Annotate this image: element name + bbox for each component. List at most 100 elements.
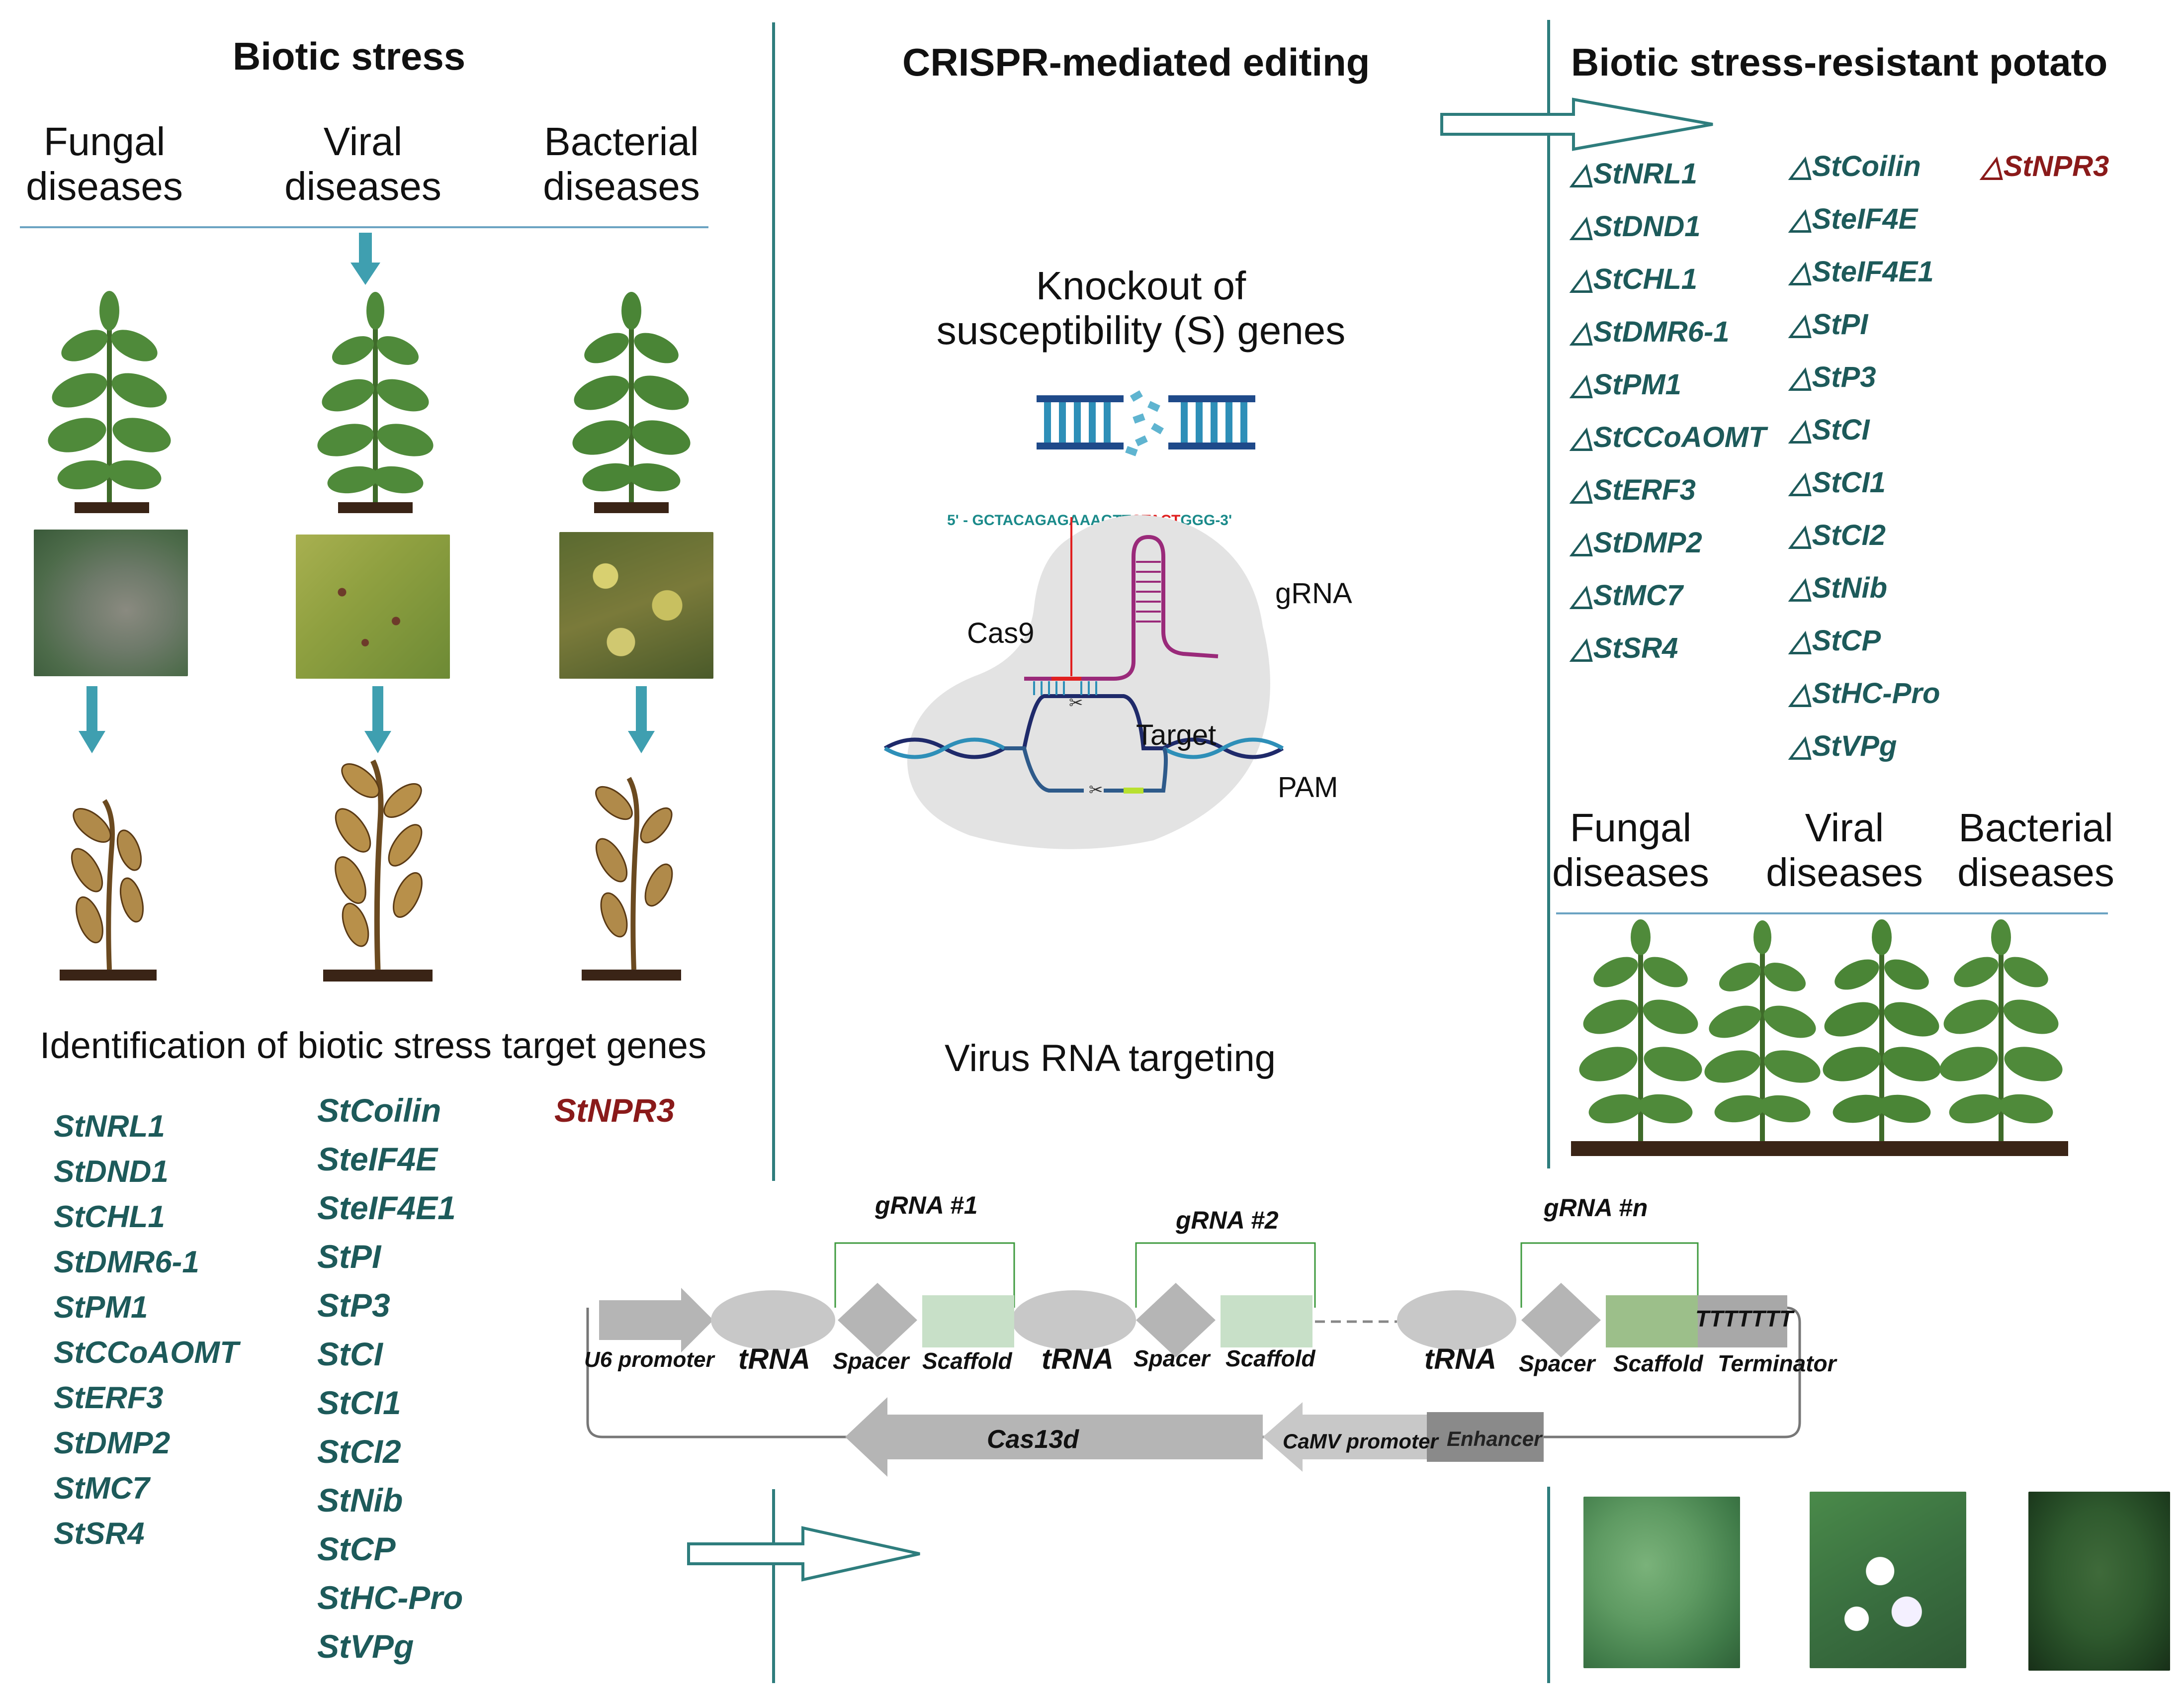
gene-item: StDMP2: [54, 1426, 171, 1460]
gene-item: △SteIF4E1: [1790, 256, 1934, 288]
outline-arrow-right-icon: [1440, 97, 1713, 151]
u6-promoter-label: U6 promoter: [584, 1347, 714, 1372]
grna1-label: gRNA #1: [875, 1191, 978, 1219]
resistant-plants-row: [1571, 919, 2068, 1156]
cas13d-label: Cas13d: [987, 1425, 1079, 1454]
knockout-line1: Knockout of: [1036, 264, 1246, 308]
tttt-label: TTTTTTT: [1695, 1306, 1793, 1332]
gene-item: SteIF4E: [317, 1141, 438, 1177]
category-viral-line2: diseases: [284, 164, 441, 208]
gene-item: StPM1: [54, 1290, 148, 1325]
category-fungal-line2: diseases: [26, 164, 183, 208]
gene-item: StDND1: [54, 1155, 169, 1189]
category-viral: Viral diseases: [278, 119, 447, 209]
category-bacterial-line1: Bacterial: [544, 119, 699, 164]
wilted-plant-icon: [60, 799, 157, 981]
gene-item: StPI: [317, 1238, 381, 1275]
camv-promoter-label: CaMV promoter: [1283, 1430, 1438, 1453]
grnan-label: gRNA #n: [1544, 1194, 1648, 1222]
gene-item: StVPg: [317, 1628, 414, 1665]
gene-item: △StDMR6-1: [1571, 316, 1730, 348]
gene-item: StCoilin: [317, 1092, 441, 1129]
virus-targeting-title: Virus RNA targeting: [945, 1037, 1276, 1079]
right-category-viral-line1: Viral: [1805, 805, 1884, 850]
gene-item-highlight: △StNPR3: [1981, 150, 2109, 182]
scaffold-label: Scaffold: [1613, 1350, 1703, 1376]
wilted-plant-icon: [582, 777, 681, 981]
right-category-bacterial: Bacterial diseases: [1951, 805, 2120, 895]
gene-item: △StPM1: [1571, 368, 1681, 401]
right-category-bacterial-line2: diseases: [1957, 850, 2114, 894]
enhancer-label: Enhancer: [1447, 1427, 1542, 1450]
gene-item: StNib: [317, 1482, 403, 1519]
target-label: Target: [1136, 719, 1217, 751]
gene-item: △StCI2: [1790, 519, 1886, 551]
wilted-plant-icon: [323, 759, 433, 982]
arrow-down-icon: [79, 686, 105, 753]
gene-item: △StMC7: [1571, 579, 1683, 612]
identification-title: Identification of biotic stress target g…: [40, 1025, 706, 1066]
grna2-label: gRNA #2: [1176, 1206, 1279, 1234]
gene-item: StCI1: [317, 1384, 401, 1421]
gene-item: △StCoilin: [1790, 150, 1921, 182]
gene-item-highlight: StNPR3: [554, 1092, 675, 1129]
category-viral-line1: Viral: [323, 119, 403, 164]
category-fungal-line1: Fungal: [43, 119, 166, 164]
fungal-leaf-photo: [34, 530, 188, 676]
healthy-plant-icon: [48, 291, 171, 513]
gene-item: △StHC-Pro: [1790, 677, 1940, 710]
gene-item: StCI: [317, 1336, 383, 1372]
gene-item: StCHL1: [54, 1200, 165, 1234]
viral-leaf-photo: [296, 535, 450, 679]
gene-item: △StDMP2: [1571, 527, 1702, 559]
right-category-fungal-line1: Fungal: [1570, 805, 1692, 850]
gene-item: SteIF4E1: [317, 1189, 456, 1226]
spacer-label: Spacer: [1519, 1350, 1595, 1376]
spacer-label: Spacer: [1134, 1345, 1210, 1371]
trna-label: tRNA: [1424, 1343, 1496, 1375]
arrow-down-icon: [364, 686, 391, 753]
gene-item: StCP: [317, 1530, 396, 1567]
gene-item: StNRL1: [54, 1109, 165, 1144]
svg-text:✂: ✂: [1069, 694, 1083, 713]
cas9-complex-diagram: ✂ ✂: [883, 515, 1284, 849]
healthy-leaf-dark-photo: [2028, 1492, 2170, 1671]
divider-left-lower: [772, 1489, 775, 1683]
scaffold-label: Scaffold: [1225, 1345, 1315, 1371]
gene-item: △SteIF4E: [1790, 203, 1918, 235]
right-category-bacterial-line1: Bacterial: [1958, 805, 2113, 850]
gene-item: △StCCoAOMT: [1571, 421, 1766, 453]
outline-arrow-right-icon: [687, 1526, 920, 1582]
bacterial-leaf-photo: [559, 532, 713, 679]
healthy-leaf-photo: [1583, 1497, 1740, 1668]
middle-title: CRISPR-mediated editing: [902, 40, 1370, 84]
gene-item: △StCP: [1790, 625, 1881, 657]
arrow-down-icon: [350, 233, 380, 285]
cas13d-construct-diagram: [586, 1242, 1801, 1477]
gene-item: △StNib: [1790, 572, 1888, 604]
right-category-fungal-line2: diseases: [1552, 850, 1709, 894]
healthy-plant-icon: [317, 292, 434, 513]
trna-label: tRNA: [738, 1343, 810, 1375]
terminator-label: Terminator: [1718, 1350, 1836, 1376]
healthy-plant-icon: [572, 292, 691, 513]
gene-item: △StNRL1: [1571, 158, 1698, 190]
gene-item: StMC7: [54, 1471, 150, 1506]
gene-item: StCI2: [317, 1433, 401, 1470]
category-fungal: Fungal diseases: [20, 119, 189, 209]
right-category-viral-line2: diseases: [1766, 850, 1923, 894]
gene-item: △StSR4: [1571, 632, 1678, 664]
grna-label: gRNA: [1275, 577, 1352, 610]
spacer-label: Spacer: [833, 1348, 909, 1374]
right-category-viral: Viral diseases: [1760, 805, 1929, 895]
right-category-underline: [1556, 912, 2108, 914]
divider-right: [1547, 20, 1550, 1168]
divider-left: [772, 22, 775, 1181]
healthy-plant-icon: [1579, 919, 1702, 1141]
gene-item: △StPI: [1790, 308, 1868, 341]
trna-label: tRNA: [1042, 1343, 1114, 1375]
gene-item: △StDND1: [1571, 210, 1701, 243]
knockout-heading: Knockout of susceptibility (S) genes: [905, 264, 1377, 353]
gene-item: △StCI: [1790, 414, 1870, 446]
cas9-label: Cas9: [967, 617, 1035, 649]
